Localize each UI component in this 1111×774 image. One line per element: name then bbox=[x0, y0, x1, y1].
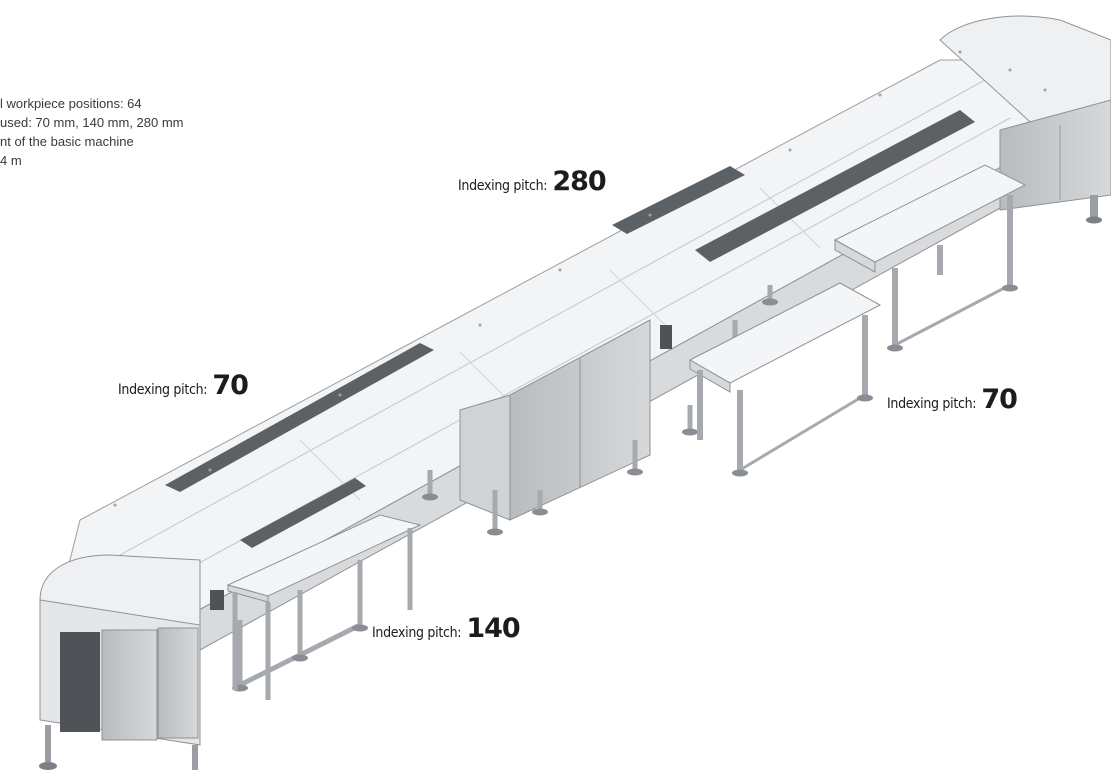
spec-text-block: l workpiece positions: 64 used: 70 mm, 1… bbox=[0, 94, 184, 170]
work-table-right bbox=[833, 164, 1027, 352]
spec-line-length-value: 4 m bbox=[0, 153, 22, 168]
rail-fixings bbox=[113, 50, 1047, 507]
work-table-front bbox=[210, 514, 422, 700]
right-end-unit bbox=[939, 15, 1111, 224]
callout-value: 280 bbox=[552, 166, 606, 197]
work-table-middle bbox=[660, 282, 882, 477]
left-end-unit bbox=[39, 554, 201, 770]
callout-label: Indexing pitch: bbox=[458, 178, 548, 194]
belt-segments bbox=[165, 110, 975, 548]
callout-label: Indexing pitch: bbox=[372, 625, 462, 641]
callout-pitch-70-left: Indexing pitch: 70 bbox=[118, 370, 249, 401]
spec-line-positions: l workpiece positions: 64 bbox=[0, 96, 142, 111]
callout-pitch-140: Indexing pitch: 140 bbox=[372, 613, 521, 644]
spec-line-pitches: used: 70 mm, 140 mm, 280 mm bbox=[0, 115, 184, 130]
callout-label: Indexing pitch: bbox=[887, 396, 977, 412]
callout-value: 140 bbox=[466, 613, 520, 644]
callout-label: Indexing pitch: bbox=[118, 382, 208, 398]
callout-pitch-280: Indexing pitch: 280 bbox=[458, 166, 607, 197]
callout-value: 70 bbox=[212, 370, 249, 401]
callout-pitch-70-right: Indexing pitch: 70 bbox=[887, 384, 1018, 415]
spec-line-length-caption: nt of the basic machine bbox=[0, 134, 134, 149]
central-cabinets bbox=[459, 319, 651, 521]
callout-value: 70 bbox=[981, 384, 1018, 415]
